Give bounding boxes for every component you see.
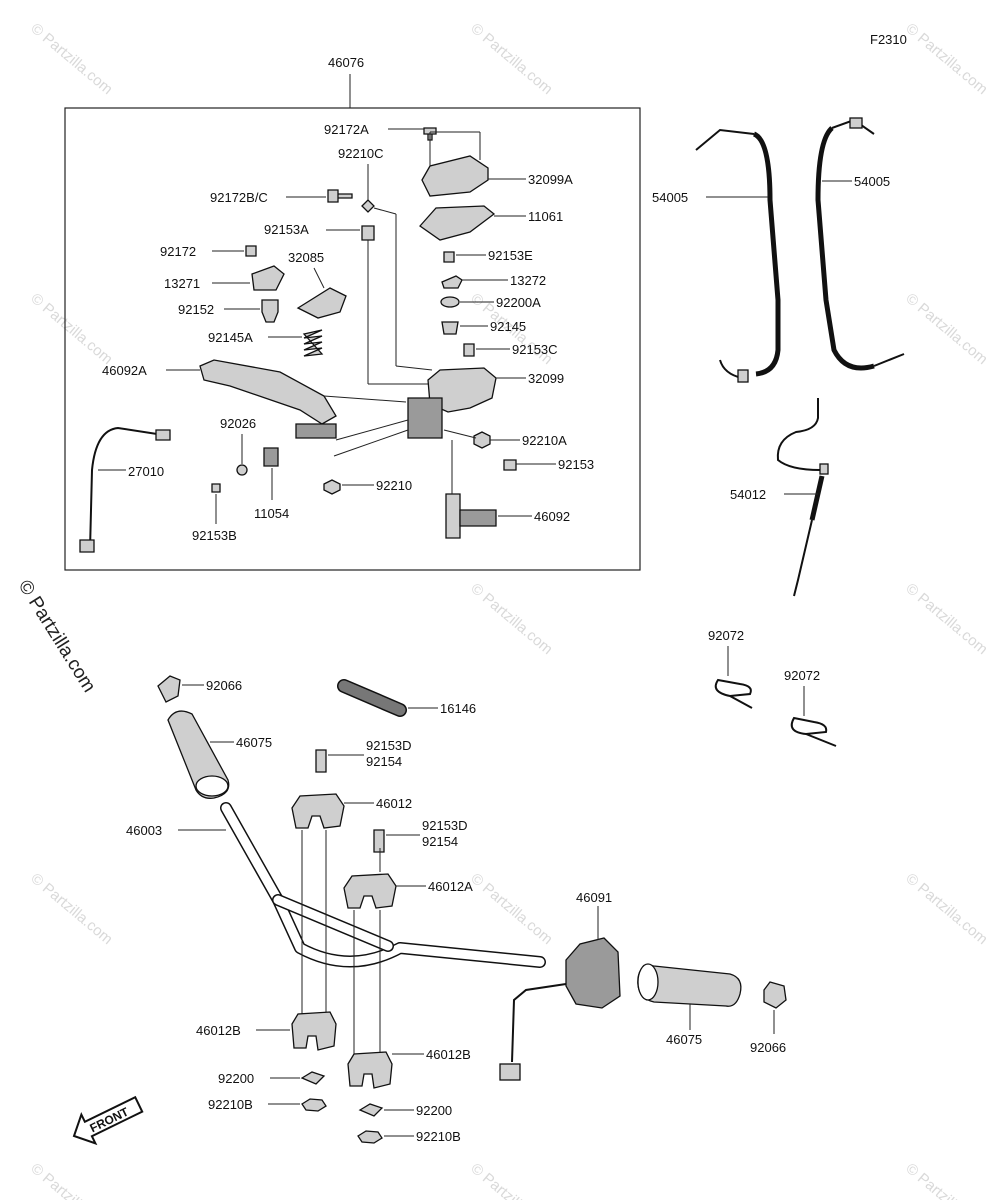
part-label: 46012A [428,879,473,894]
part-label: 46012B [196,1023,241,1038]
part-label: 46012B [426,1047,471,1062]
part-label: 46075 [666,1032,702,1047]
part-label: 92145 [490,319,526,334]
watermark-text: © Partzilla.com [902,20,990,98]
watermark-text: © Partzilla.com [467,580,555,658]
part-label: 11061 [528,209,563,224]
part-label: 46092 [534,509,570,524]
part-label: 92210 [376,478,412,493]
part-label: 92153 [558,457,594,472]
part-label: 46075 [236,735,272,750]
part-label: 54012 [730,487,766,502]
part-label: 92153D [366,738,412,753]
part-label: 92210B [208,1097,253,1112]
part-label: 92066 [750,1040,786,1055]
part-label: 92153D [422,818,468,833]
part-label: 54005 [652,190,688,205]
part-label: 92153E [488,248,533,263]
watermark-text: © Partzilla.com [467,870,555,948]
part-label-46076: 46076 [328,55,364,70]
part-label: 13272 [510,273,546,288]
part-label: 54005 [854,174,890,189]
watermark-layer: © Partzilla.com © Partzilla.com © Partzi… [27,20,990,1200]
watermark-text: © Partzilla.com [902,290,990,368]
cables-group: 54005 54005 54012 92072 92072 [652,117,905,747]
part-label: 13271 [164,276,200,291]
watermark-text: © Partzilla.com [27,290,115,368]
watermark-text: © Partzilla.com [467,20,555,98]
part-label: 92172A [324,122,369,137]
part-label: 92200 [416,1103,452,1118]
watermark-text: © Partzilla.com [902,870,990,948]
watermark-main: © Partzilla.com [14,577,100,697]
part-label: 92154 [422,834,458,849]
part-label: 46091 [576,890,612,905]
front-arrow: FRONT [72,1095,144,1146]
watermark-text: © Partzilla.com [902,1160,990,1200]
part-label: 92210B [416,1129,461,1144]
master-cylinder-group: 92172A 32099A 11061 92210C 92172B/C 9215… [79,122,594,553]
part-label: 92200A [496,295,541,310]
part-label: 11054 [254,506,289,521]
part-label: 46092A [102,363,147,378]
part-label: 32085 [288,250,324,265]
watermark-text: © Partzilla.com [27,20,115,98]
part-label: 92072 [708,628,744,643]
part-label: 92172 [160,244,196,259]
part-label: 92172B/C [210,190,268,205]
part-label: 46012 [376,796,412,811]
part-label: 92210C [338,146,384,161]
part-label: 92200 [218,1071,254,1086]
part-label: 92152 [178,302,214,317]
part-label: 32099A [528,172,573,187]
part-label: 92072 [784,668,820,683]
part-label: 92153A [264,222,309,237]
watermark-text: © Partzilla.com [902,580,990,658]
part-label: 92026 [220,416,256,431]
watermark-text: © Partzilla.com [27,870,115,948]
part-label: 92154 [366,754,402,769]
handlebar-group: 92066 46075 16146 92153D 92154 46012 921… [126,675,787,1144]
part-label: 92145A [208,330,253,345]
assembly-box [64,107,641,571]
part-label: 32099 [528,371,564,386]
part-label: 92210A [522,433,567,448]
watermark-text: © Partzilla.com [467,1160,555,1200]
figure-code: F2310 [870,32,907,47]
part-label: 92153B [192,528,237,543]
part-label: 92153C [512,342,558,357]
part-label: 27010 [128,464,164,479]
part-label: 46003 [126,823,162,838]
part-label: 92066 [206,678,242,693]
watermark-text: © Partzilla.com [27,1160,115,1200]
part-label: 16146 [440,701,476,716]
